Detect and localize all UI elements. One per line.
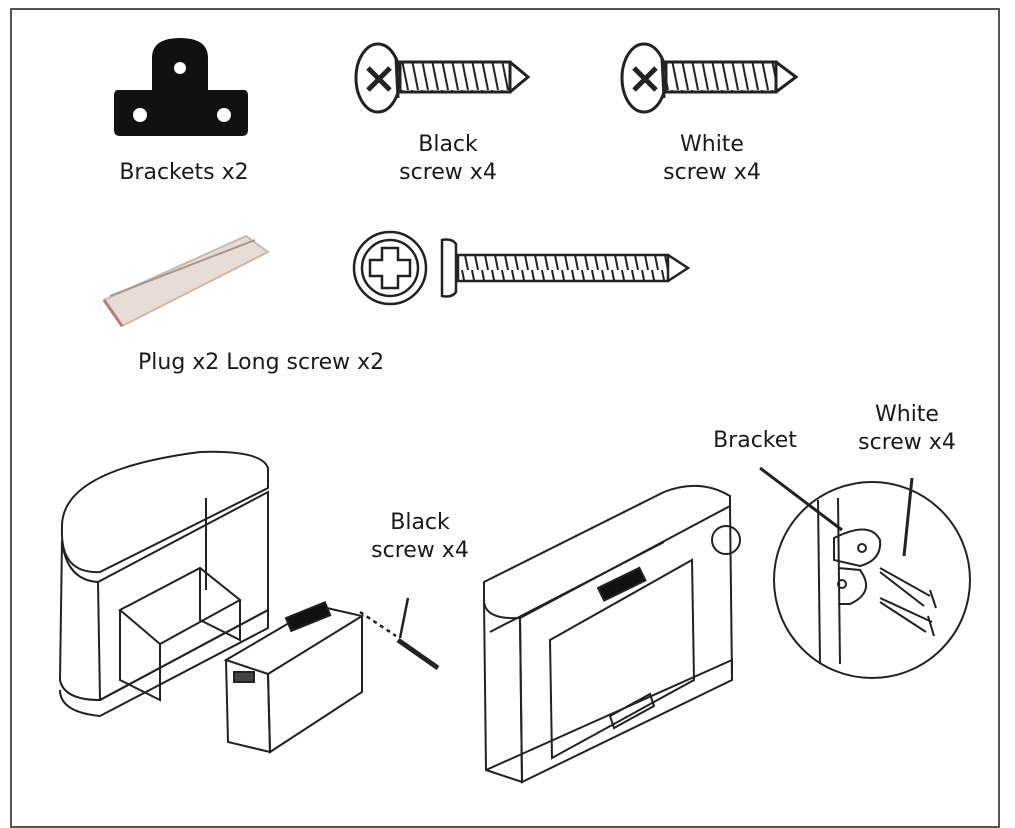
white-screw-label-line1: White bbox=[680, 132, 744, 157]
black-screw-part bbox=[354, 42, 531, 114]
plug-long-screw-label: Plug x2 Long screw x2 bbox=[138, 350, 385, 375]
white-screw-part bbox=[620, 42, 799, 114]
plug-part bbox=[102, 234, 270, 328]
white-callout-label-line1: White bbox=[875, 402, 939, 427]
long-screw-part bbox=[352, 230, 691, 306]
mantel-assembled-right bbox=[483, 484, 741, 784]
white-screw-label-line2: screw x4 bbox=[663, 160, 761, 185]
black-screw-label-line1: Black bbox=[418, 132, 478, 157]
white-callout-label-line2: screw x4 bbox=[858, 430, 956, 455]
assembly-black-label-line2: screw x4 bbox=[371, 538, 469, 563]
firebox-insert bbox=[223, 600, 365, 754]
bracket-part bbox=[114, 38, 248, 136]
assembly-black-label-line1: Black bbox=[390, 510, 450, 535]
bracket-zoom-detail bbox=[759, 466, 971, 679]
brackets-label: Brackets x2 bbox=[119, 160, 249, 185]
assembly-black-screw bbox=[359, 597, 440, 671]
bracket-callout-label: Bracket bbox=[713, 428, 797, 453]
mantel-frame-left bbox=[58, 450, 269, 718]
black-screw-label-line2: screw x4 bbox=[399, 160, 497, 185]
